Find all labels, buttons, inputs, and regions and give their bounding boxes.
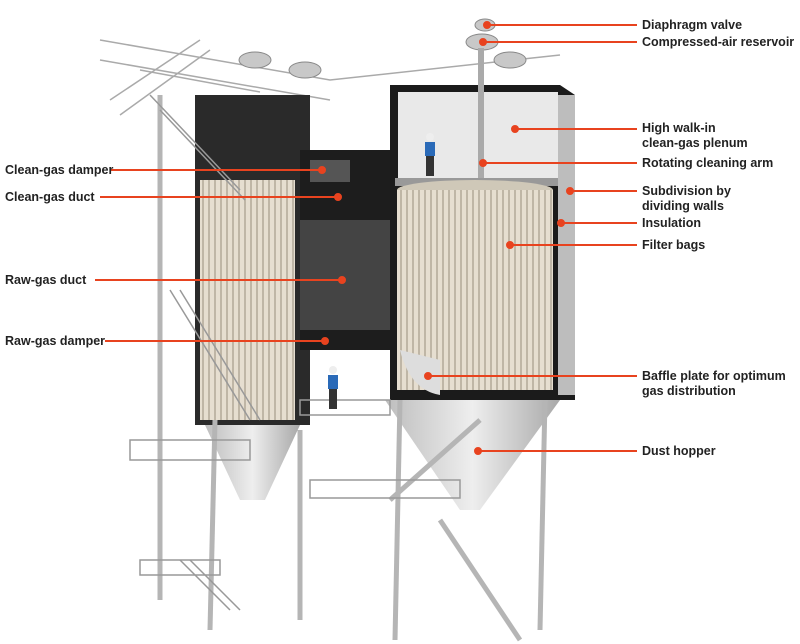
label-clean-gas-damper: Clean-gas damper	[5, 163, 114, 177]
label-compressed-air-reservoir: Compressed-air reservoir	[642, 35, 795, 49]
label-line-1: High walk-in	[642, 121, 716, 135]
label-clean-gas-duct: Clean-gas duct	[5, 190, 95, 204]
label-line-2: dividing walls	[642, 199, 724, 213]
label-line-2: gas distribution	[642, 384, 736, 398]
support-structure	[157, 95, 548, 642]
valves	[238, 18, 527, 178]
label-raw-gas-damper: Raw-gas damper	[5, 334, 106, 348]
label-raw-gas-duct: Raw-gas duct	[5, 273, 87, 287]
label-diaphragm-valve: Diaphragm valve	[642, 18, 743, 32]
label-rotating-cleaning-arm: Rotating cleaning arm	[642, 156, 774, 170]
label-insulation: Insulation	[642, 216, 702, 230]
label-filter-bags: Filter bags	[642, 238, 706, 252]
person-figures	[328, 133, 435, 409]
label-line-2: clean-gas plenum	[642, 136, 748, 150]
label-line-1: Subdivision by	[642, 184, 731, 198]
leader-lines	[95, 21, 637, 455]
label-dust-hopper: Dust hopper	[642, 444, 716, 458]
stairs-and-platforms	[129, 94, 461, 611]
left-filter-chamber	[195, 95, 390, 500]
label-line-1: Baffle plate for optimum	[642, 369, 786, 383]
